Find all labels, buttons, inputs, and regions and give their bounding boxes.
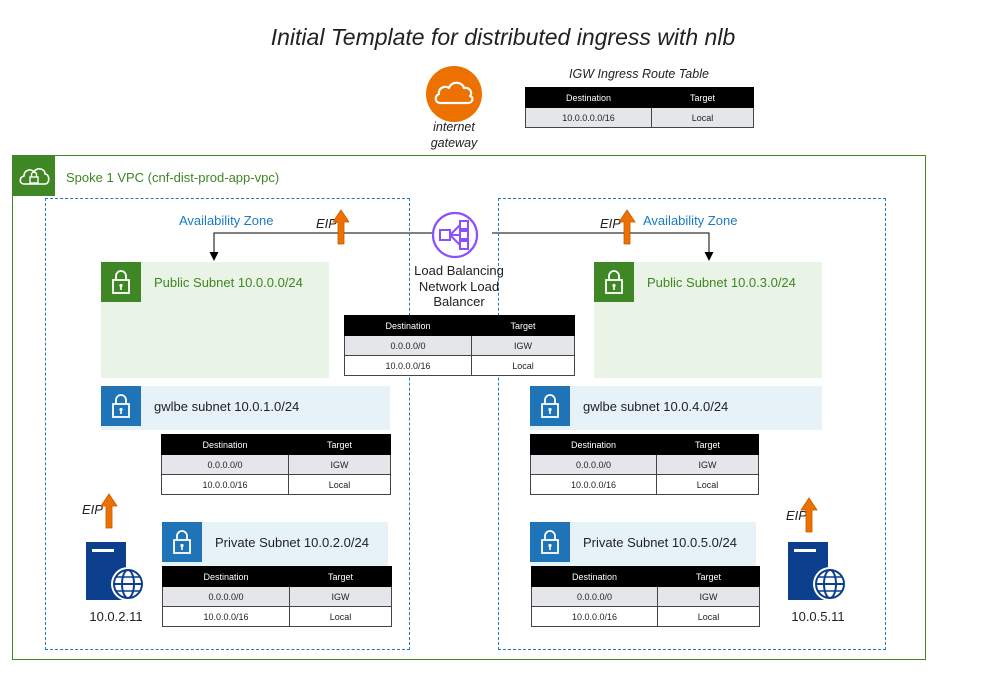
- lock-icon: [530, 386, 570, 426]
- column-header: Destination: [531, 566, 658, 587]
- column-header: Target: [657, 566, 760, 587]
- table-cell: Local: [651, 107, 754, 128]
- table-cell: Local: [289, 606, 392, 627]
- public-subnet-left: Public Subnet 10.0.0.0/24: [101, 262, 329, 378]
- private-subnet-right: Private Subnet 10.0.5.0/24: [530, 522, 756, 566]
- table-cell: 0.0.0.0/0: [530, 454, 657, 475]
- column-header: Destination: [344, 315, 472, 336]
- vpc-boundary: [12, 155, 926, 660]
- igw-route-table-title: IGW Ingress Route Table: [569, 67, 709, 81]
- availability-zone-right-label: Availability Zone: [643, 213, 738, 228]
- diagram-title: Initial Template for distributed ingress…: [270, 24, 736, 50]
- column-header: Target: [471, 315, 575, 336]
- table-cell: 10.0.0.0/16: [161, 474, 289, 495]
- lock-icon: [101, 262, 141, 302]
- public-subnet-right: Public Subnet 10.0.3.0/24: [594, 262, 822, 378]
- lock-icon: [101, 386, 141, 426]
- eip-arrow-icon: [100, 493, 118, 529]
- eip-arrow-icon: [618, 209, 636, 245]
- eip-label: EIP: [600, 216, 621, 231]
- table-cell: 10.0.0.0/16: [162, 606, 290, 627]
- gwlbe-subnet-label: gwlbe subnet 10.0.4.0/24: [583, 399, 729, 414]
- private-subnet-label: Private Subnet 10.0.5.0/24: [583, 535, 737, 550]
- table-cell: IGW: [288, 454, 391, 475]
- server-ip-label: 10.0.5.11: [791, 609, 845, 624]
- table-cell: IGW: [289, 586, 392, 607]
- column-header: Destination: [162, 566, 290, 587]
- availability-zone-left-label: Availability Zone: [179, 213, 274, 228]
- table-cell: Local: [471, 355, 575, 376]
- gwlbe-subnet-right: gwlbe subnet 10.0.4.0/24: [530, 386, 822, 430]
- table-cell: IGW: [657, 586, 760, 607]
- column-header: Target: [656, 434, 759, 455]
- network-load-balancer-label: Load Balancing Network Load Balancer: [414, 263, 504, 309]
- server-ip-label: 10.0.2.11: [89, 609, 143, 624]
- vpc-cloud-lock-icon: [13, 156, 55, 196]
- table-cell: 0.0.0.0/0: [161, 454, 289, 475]
- lock-icon: [530, 522, 570, 562]
- table-cell: Local: [288, 474, 391, 495]
- internet-gateway-icon: [426, 66, 482, 122]
- eip-label: EIP: [316, 216, 337, 231]
- column-header: Destination: [161, 434, 289, 455]
- private-subnet-label: Private Subnet 10.0.2.0/24: [215, 535, 369, 550]
- column-header: Target: [651, 87, 754, 108]
- web-server-icon: [84, 540, 148, 602]
- server-eip-label: EIP: [786, 508, 807, 523]
- table-cell: 0.0.0.0/0: [344, 335, 472, 356]
- column-header: Target: [288, 434, 391, 455]
- column-header: Destination: [525, 87, 652, 108]
- availability-zone-left: [45, 198, 410, 650]
- table-cell: 0.0.0.0/0: [162, 586, 290, 607]
- network-load-balancer-icon: [430, 210, 480, 260]
- table-cell: 10.0.0.0/16: [530, 474, 657, 495]
- eip-arrow-icon: [800, 497, 818, 533]
- private-subnet-left: Private Subnet 10.0.2.0/24: [162, 522, 388, 566]
- table-cell: Local: [656, 474, 759, 495]
- column-header: Destination: [530, 434, 657, 455]
- table-cell: Local: [657, 606, 760, 627]
- table-cell: 10.0.0.0.0/16: [525, 107, 652, 128]
- gwlbe-subnet-left: gwlbe subnet 10.0.1.0/24: [101, 386, 390, 430]
- table-cell: IGW: [656, 454, 759, 475]
- eip-arrow-icon: [332, 209, 350, 245]
- table-cell: 0.0.0.0/0: [531, 586, 658, 607]
- vpc-label: Spoke 1 VPC (cnf-dist-prod-app-vpc): [66, 170, 280, 185]
- gwlbe-subnet-label: gwlbe subnet 10.0.1.0/24: [154, 399, 300, 414]
- table-cell: 10.0.0.0/16: [344, 355, 472, 376]
- lock-icon: [162, 522, 202, 562]
- web-server-icon: [786, 540, 850, 602]
- column-header: Target: [289, 566, 392, 587]
- table-cell: 10.0.0.0/16: [531, 606, 658, 627]
- public-subnet-label: Public Subnet 10.0.0.0/24: [154, 275, 303, 290]
- availability-zone-right: [498, 198, 886, 650]
- lock-icon: [594, 262, 634, 302]
- internet-gateway-label: internet gateway: [430, 120, 478, 150]
- public-subnet-label: Public Subnet 10.0.3.0/24: [647, 275, 796, 290]
- server-eip-label: EIP: [82, 502, 103, 517]
- table-cell: IGW: [471, 335, 575, 356]
